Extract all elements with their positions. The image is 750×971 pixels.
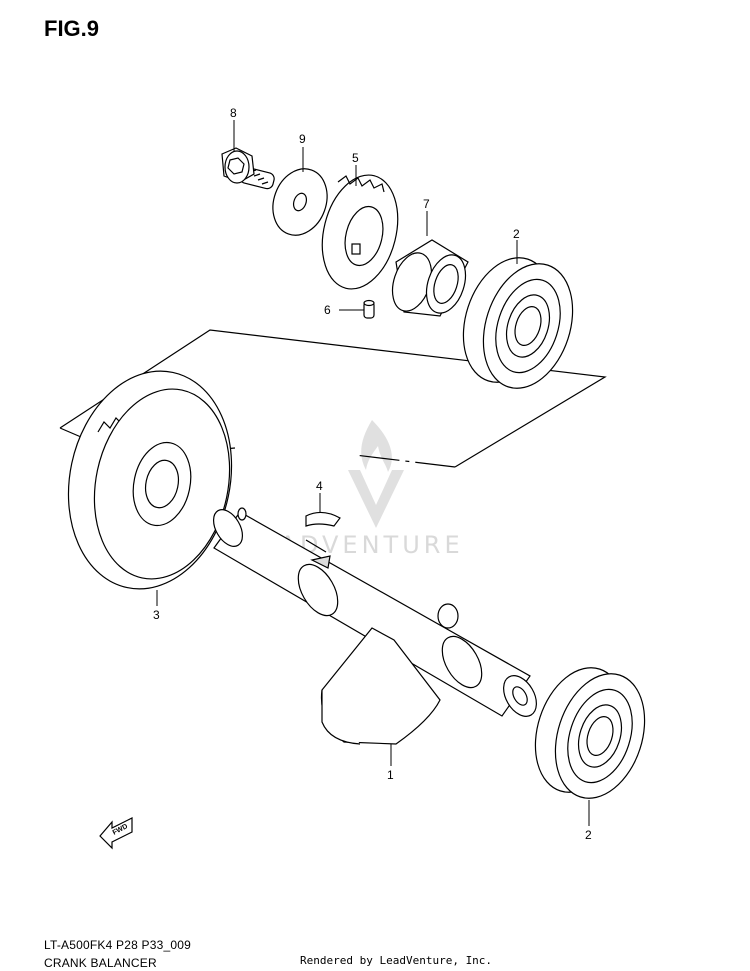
- figure-title: FIG.9: [44, 16, 100, 41]
- washer: [272, 168, 328, 236]
- callout-9: 9: [299, 132, 306, 146]
- callout-8: 8: [230, 106, 237, 120]
- woodruff-key: [305, 511, 341, 527]
- key-pin: [363, 299, 375, 319]
- callout-5: 5: [352, 151, 359, 165]
- callout-2-lower: 2: [585, 828, 592, 842]
- callout-2-upper: 2: [513, 227, 520, 241]
- callout-6: 6: [324, 303, 331, 317]
- model-code: LT-A500FK4 P28 P33_009: [44, 938, 191, 952]
- balancer-driven-gear: [67, 370, 233, 590]
- watermark-v-icon: [348, 470, 404, 528]
- balancer-shaft: [212, 507, 537, 745]
- callout-4: 4: [316, 479, 323, 493]
- callout-numbers: 8 9 5 7 2 6 4 3 1 2: [153, 106, 592, 842]
- watermark-flame-icon: [361, 420, 392, 472]
- render-credit: Rendered by LeadVenture, Inc.: [300, 954, 493, 967]
- bearing-upper: [462, 257, 574, 389]
- spacer-bush: [391, 239, 469, 317]
- balancer-drive-gear: [321, 174, 399, 290]
- callout-3: 3: [153, 608, 160, 622]
- flange-bolt: [221, 147, 275, 190]
- bearing-lower: [534, 667, 646, 799]
- leader-lines: [156, 120, 590, 826]
- callout-7: 7: [423, 197, 430, 211]
- forward-direction-indicator: FWD: [99, 817, 133, 850]
- callout-1: 1: [387, 768, 394, 782]
- fwd-arrow-icon: [99, 817, 133, 850]
- section-name: CRANK BALANCER: [44, 956, 157, 970]
